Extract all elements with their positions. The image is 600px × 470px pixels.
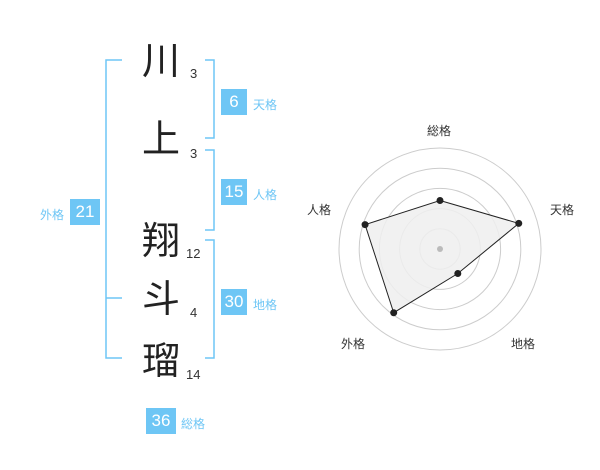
stroke-count-1: 3	[190, 66, 198, 81]
radar-ring-5	[338, 147, 542, 351]
stroke-count-3: 12	[186, 246, 201, 261]
name-char-4: 斗	[142, 277, 181, 321]
radar-center-dot	[437, 246, 443, 252]
radar-point-gaikaku	[390, 309, 398, 317]
chikaku-value-badge: 30	[221, 289, 247, 315]
radar-point-chikaku	[454, 270, 462, 278]
tenkaku-label: 天格	[253, 98, 278, 112]
radar-point-soukaku	[436, 197, 444, 205]
name-char-2: 上	[142, 117, 181, 161]
stroke-count-5: 14	[186, 367, 201, 382]
jinkaku-value-badge: 15	[221, 179, 247, 205]
gaikaku-label: 外格	[40, 208, 65, 222]
radar-label-jinkaku: 人格	[307, 203, 332, 217]
radar-ring-4	[358, 167, 522, 331]
jinkaku-label: 人格	[253, 188, 278, 202]
radar-label-chikaku: 地格	[511, 337, 536, 351]
radar-polygon	[364, 199, 520, 314]
radar-label-soukaku: 総格	[427, 124, 452, 138]
stroke-count-4: 4	[190, 305, 198, 320]
soukaku-value-badge: 36	[146, 408, 176, 434]
name-char-5: 瑠	[142, 339, 181, 383]
name-char-3: 翔	[142, 219, 181, 263]
radar-point-tenkaku	[515, 219, 523, 227]
stroke-count-2: 3	[190, 146, 198, 161]
radar-point-jinkaku	[361, 221, 369, 229]
name-char-1: 川	[142, 39, 181, 83]
tenkaku-value-badge: 6	[221, 89, 247, 115]
gaikaku-value-badge: 21	[70, 199, 100, 225]
soukaku-label: 総格	[181, 417, 206, 431]
radar-label-tenkaku: 天格	[550, 203, 575, 217]
chikaku-label: 地格	[253, 298, 278, 312]
radar-label-gaikaku: 外格	[341, 337, 366, 351]
